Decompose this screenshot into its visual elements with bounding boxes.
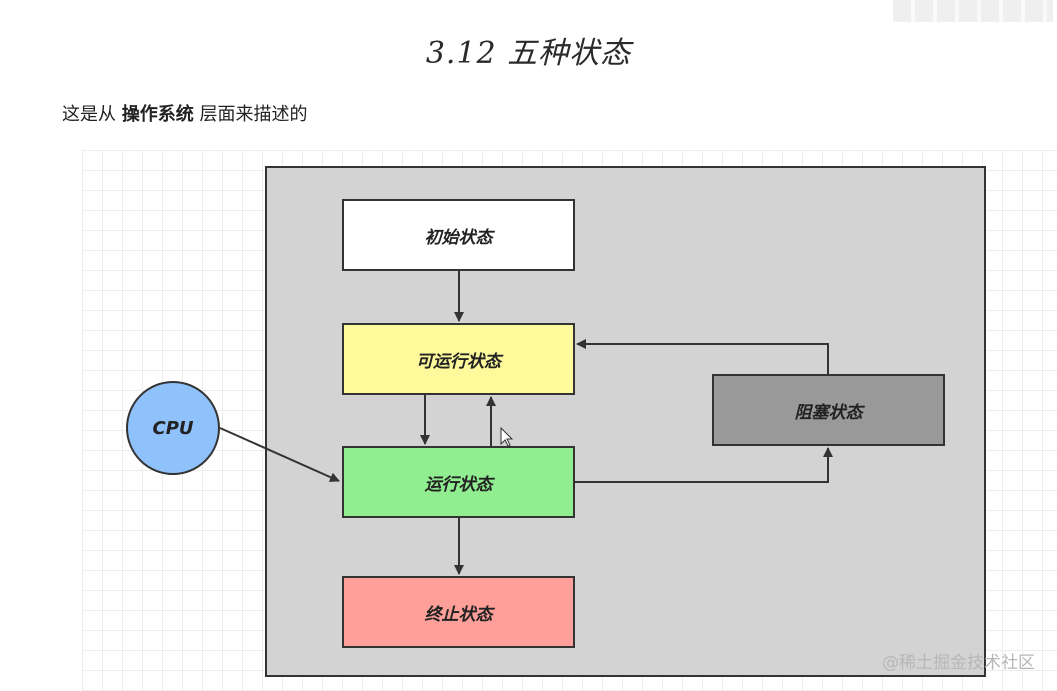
- state-runnable-label: 可运行状态: [416, 351, 501, 372]
- state-terminated: 终止状态: [342, 576, 575, 648]
- state-running-label: 运行状态: [424, 474, 493, 495]
- watermark-text: @稀土掘金技术社区: [882, 653, 1035, 673]
- mouse-cursor-icon: [500, 426, 514, 447]
- arrow-running-to-blocked: [575, 447, 833, 483]
- state-blocked-label: 阻塞状态: [794, 402, 863, 423]
- state-initial: 初始状态: [342, 199, 575, 271]
- arrow-cpu-to-running: [219, 427, 340, 482]
- arrow-blocked-to-runnable: [576, 339, 829, 374]
- intro-prefix: 这是从: [62, 104, 122, 125]
- state-blocked: 阻塞状态: [712, 374, 945, 446]
- intro-emphasis: 操作系统: [121, 104, 194, 125]
- intro-text: 这是从 操作系统 层面来描述的: [62, 100, 307, 126]
- intro-suffix: 层面来描述的: [193, 104, 308, 125]
- state-initial-label: 初始状态: [424, 227, 493, 248]
- top-watermark-logo: [893, 0, 1053, 22]
- state-running: 运行状态: [342, 446, 575, 518]
- cpu-label: CPU: [152, 417, 194, 439]
- state-runnable: 可运行状态: [342, 323, 575, 395]
- cpu-node: CPU: [126, 381, 220, 475]
- page-title: 3.12 五种状态: [425, 36, 632, 71]
- state-terminated-label: 终止状态: [424, 604, 493, 625]
